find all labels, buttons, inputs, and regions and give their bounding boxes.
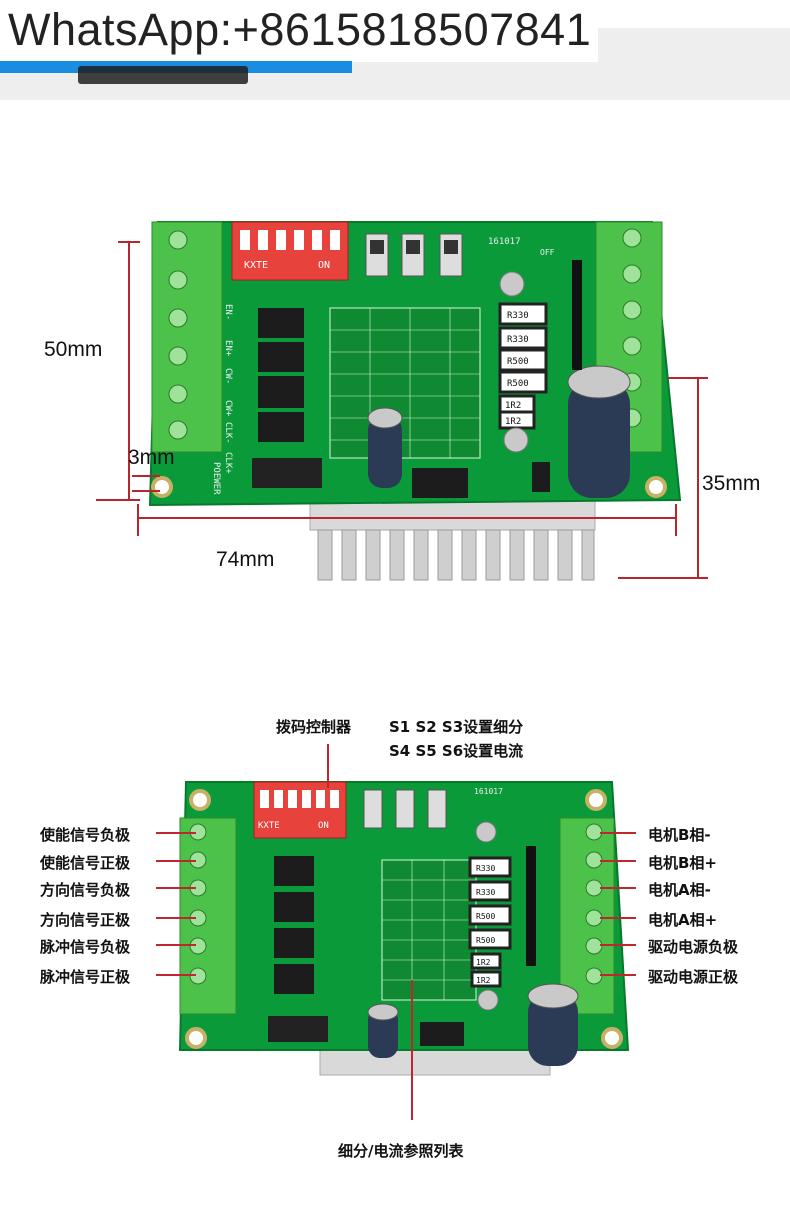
svg-text:R330: R330	[476, 864, 495, 873]
callout-s456: S4 S5 S6设置电流	[389, 742, 524, 760]
callout-left-0: 使能信号负极	[40, 826, 131, 844]
callout-right-3: 电机A相+	[648, 911, 718, 929]
whatsapp-banner	[0, 0, 598, 62]
svg-text:CLK+: CLK+	[223, 452, 233, 474]
callout-right-5: 驱动电源正极	[648, 968, 739, 986]
dim-depth: 35mm	[702, 472, 761, 495]
dim-width: 74mm	[216, 548, 275, 571]
callout-right-1: 电机B相+	[648, 854, 718, 872]
dip-on-top: ON	[318, 260, 330, 271]
dim-height: 50mm	[44, 338, 103, 361]
svg-text:CW+: CW+	[223, 400, 233, 417]
svg-text:1R2: 1R2	[476, 976, 491, 985]
callout-table-ref: 细分/电流参照列表	[338, 1142, 464, 1160]
terminal-right-bottom	[559, 817, 615, 1015]
svg-text:R500: R500	[476, 912, 495, 921]
callout-lines	[156, 744, 636, 1120]
terminal-left-top	[151, 221, 223, 453]
callout-right-0: 电机B相-	[648, 826, 711, 844]
board-photo-top: KXTE ON 161017 OFF R330 R330 R500 R500 1…	[148, 221, 682, 581]
callout-dip-controller: 拨码控制器	[276, 718, 352, 736]
ic-chip-top	[252, 458, 322, 488]
dip-switch-bottom: KXTE ON	[253, 781, 347, 839]
svg-text:161017: 161017	[474, 787, 503, 796]
callout-right-4: 驱动电源负极	[648, 938, 739, 956]
svg-text:POEWER: POEWER	[211, 462, 221, 495]
callout-left-5: 脉冲信号正极	[40, 968, 131, 986]
svg-text:EN+: EN+	[223, 340, 233, 357]
optocouplers-top	[258, 308, 304, 442]
svg-text:CW-: CW-	[223, 368, 233, 384]
svg-text:R330: R330	[507, 311, 529, 321]
svg-text:R500: R500	[476, 936, 495, 945]
svg-text:R500: R500	[507, 357, 529, 367]
obscured-title	[78, 66, 248, 84]
svg-text:R500: R500	[507, 379, 529, 389]
off-label-top: OFF	[540, 248, 555, 257]
callout-left-1: 使能信号正极	[40, 854, 131, 872]
dip-switch-top: KXTE ON	[231, 221, 349, 281]
svg-text:1R2: 1R2	[476, 958, 491, 967]
svg-text:R330: R330	[507, 335, 529, 345]
board-code-top: 161017	[488, 237, 521, 247]
callout-left-4: 脉冲信号负极	[40, 938, 131, 956]
svg-text:1R2: 1R2	[505, 401, 521, 411]
capacitors-top	[367, 365, 631, 498]
svg-text:CLK-: CLK-	[223, 422, 233, 444]
dimension-lines	[96, 241, 708, 579]
resistors-top: R330 R330 R500 R500 1R2 1R2	[498, 302, 548, 430]
callout-s123: S1 S2 S3设置细分	[389, 718, 524, 736]
callout-right-2: 电机A相-	[648, 881, 711, 899]
svg-text:R330: R330	[476, 888, 495, 897]
dim-hole: 3mm	[128, 446, 175, 469]
dip-brand-top: KXTE	[244, 260, 268, 271]
svg-text:1R2: 1R2	[505, 417, 521, 427]
callout-left-2: 方向信号负极	[40, 881, 131, 899]
svg-text:ON: ON	[318, 821, 329, 831]
slide-switches-bottom	[363, 789, 447, 829]
callout-left-3: 方向信号正极	[40, 911, 131, 929]
terminal-left-bottom	[179, 817, 237, 1015]
svg-text:EN-: EN-	[223, 304, 233, 320]
svg-text:KXTE: KXTE	[258, 821, 280, 831]
whatsapp-contact: WhatsApp:+8615818507841	[8, 4, 592, 55]
